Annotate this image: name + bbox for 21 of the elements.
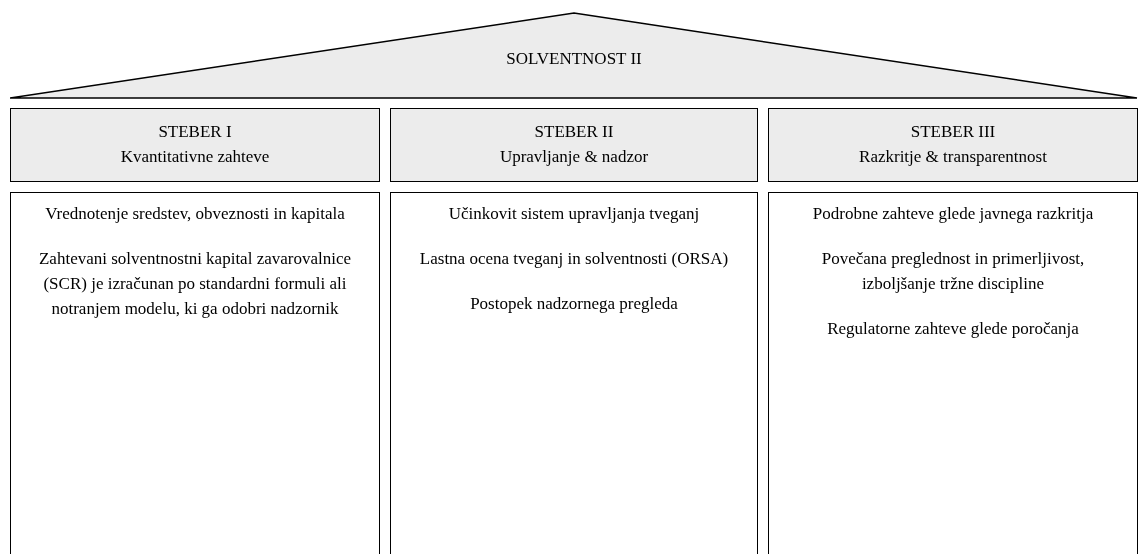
pillar-subtitle: Kvantitativne zahteve — [119, 146, 271, 168]
description-text: Podrobne zahteve glede javnega razkritja — [811, 203, 1095, 225]
pillar-title: STEBER II — [533, 121, 615, 143]
pillar-header-box — [10, 108, 380, 182]
pillar-title: STEBER I — [157, 121, 233, 143]
pillar-header-box — [390, 108, 758, 182]
roof-title: SOLVENTNOST II — [505, 48, 643, 70]
description-text: Zahtevani solventnostni kapital zavarovalnice (SCR) je izračunan po standardni formuli ali notranjem modelu, ki ga odobri nadzornik — [38, 248, 352, 320]
pillar-title: STEBER III — [909, 121, 997, 143]
pillar-body-box — [390, 192, 758, 554]
description-text: Vrednotenje sredstev, obveznosti in kapitala — [44, 203, 346, 225]
description-text: Učinkovit sistem upravljanja tveganj — [447, 203, 701, 225]
description-text: Postopek nadzornega pregleda — [469, 293, 679, 315]
description-text: Lastna ocena tveganj in solventnosti (ORSA) — [418, 248, 730, 270]
pillar-body-box — [768, 192, 1138, 554]
pillar-header-box — [768, 108, 1138, 182]
pillar-body-box — [10, 192, 380, 554]
pillar-subtitle: Upravljanje & nadzor — [498, 146, 650, 168]
description-text: Povečana preglednost in primerljivost, izboljšanje tržne discipline — [820, 248, 1086, 295]
pillar-subtitle: Razkritje & transparentnost — [858, 146, 1048, 168]
description-text: Regulatorne zahteve glede poročanja — [826, 318, 1080, 340]
